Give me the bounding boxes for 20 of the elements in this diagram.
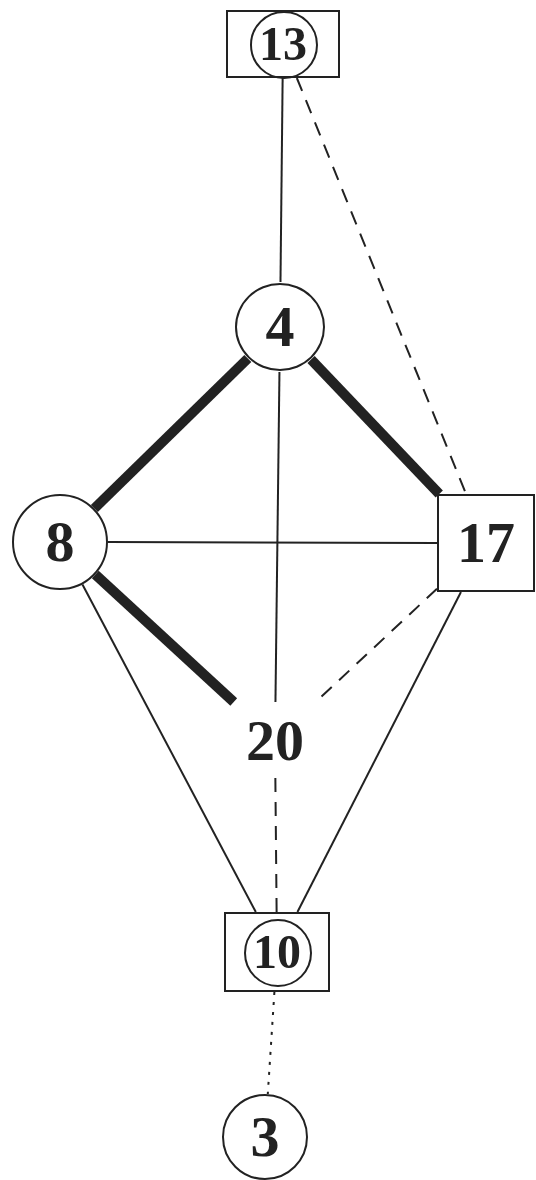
circle-node	[12, 494, 108, 590]
connector-line	[274, 371, 281, 703]
connector-line	[90, 354, 252, 513]
node-label: 20	[220, 702, 330, 778]
connector-line	[266, 991, 276, 1096]
connector-line	[307, 356, 443, 498]
node-label: 3	[250, 1108, 280, 1166]
node-label: 17	[457, 514, 515, 572]
node-label: 8	[45, 513, 75, 571]
connector-line	[279, 77, 284, 283]
connector-line	[107, 541, 438, 544]
node-label: 13	[259, 20, 307, 68]
connector-line	[296, 591, 462, 913]
node-label: 4	[265, 298, 295, 356]
node-label: 10	[253, 928, 301, 976]
box-node	[437, 494, 535, 592]
connector-line	[81, 583, 257, 913]
connector-line	[91, 570, 238, 706]
connector-line	[274, 777, 278, 913]
circle-node	[235, 283, 325, 371]
